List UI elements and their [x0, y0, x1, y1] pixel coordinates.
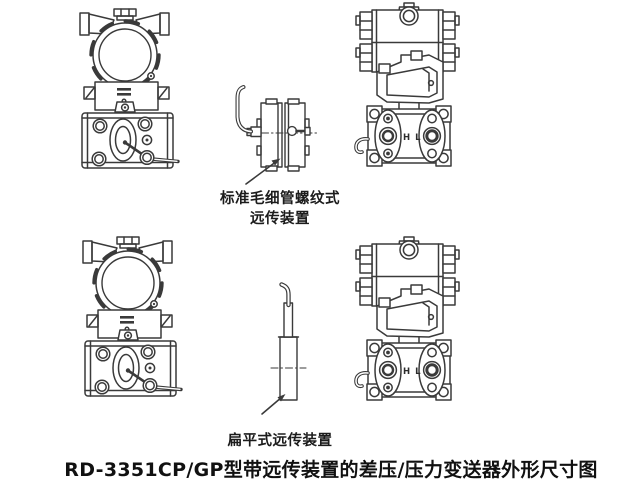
probe-tube	[279, 282, 291, 308]
port-marking-bottom: H L	[403, 367, 422, 377]
figure-caption: RD-3351CP/GP型带远传装置的差压/压力变送器外形尺寸图	[64, 459, 598, 481]
port-marking-top: H L	[403, 133, 422, 143]
capillary-device-label-line1: 标准毛细管螺纹式	[220, 191, 340, 207]
transmitter-front-view-top	[78, 7, 180, 170]
capillary-device-label-line2: 远传装置	[250, 211, 310, 227]
transmitter-side-view-bottom: H L	[354, 235, 461, 402]
probe-body	[277, 302, 300, 401]
transmitter-front-view-bottom	[81, 235, 183, 398]
capillary-tube	[235, 85, 262, 138]
flat-remote-seal-drawing	[261, 282, 307, 415]
pointer-arrow-capillary	[245, 158, 281, 185]
flange-bolt	[286, 125, 311, 137]
capillary-flange	[256, 98, 310, 172]
flat-device-label: 扁平式远传装置	[227, 433, 333, 449]
capillary-remote-seal-drawing	[235, 85, 319, 185]
transmitter-side-view-top: H L	[354, 1, 461, 168]
pointer-arrow-flat	[261, 394, 286, 415]
